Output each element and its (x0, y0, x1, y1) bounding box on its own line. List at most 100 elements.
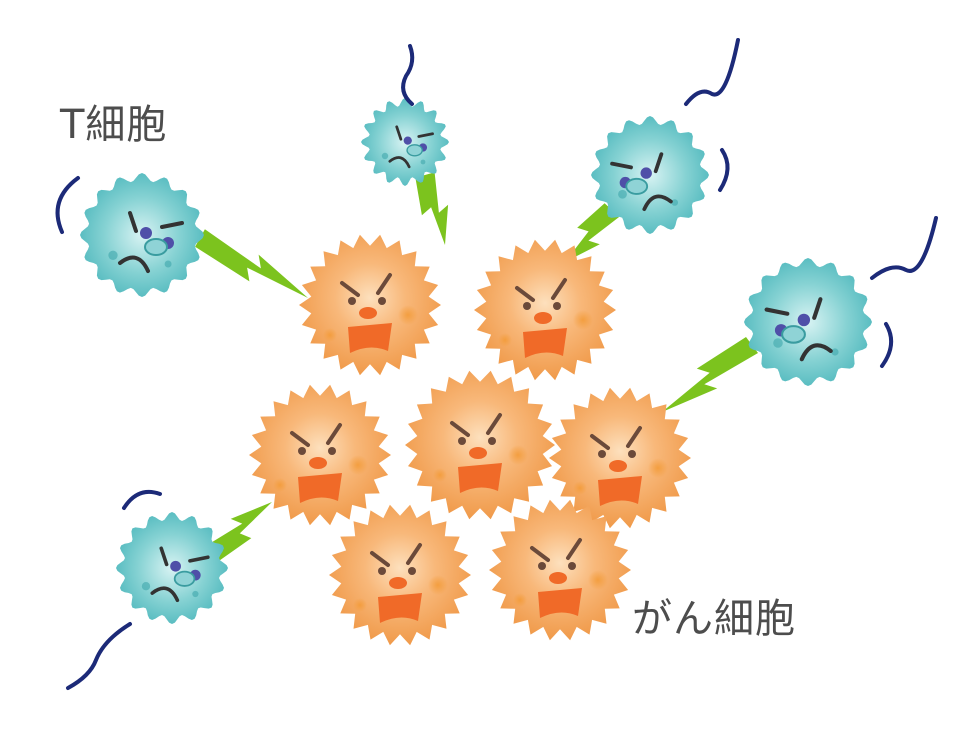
eye (170, 560, 181, 572)
cancer-cell-body (329, 504, 471, 646)
cancer-cell-icon (489, 499, 631, 641)
angry-brow (812, 297, 823, 320)
cheek-mark (398, 305, 418, 325)
angry-brow (159, 546, 169, 567)
angry-brow (417, 132, 434, 138)
eye (140, 227, 152, 239)
cancer-cell-icon (405, 370, 555, 520)
angry-brow (188, 555, 210, 563)
eye (298, 447, 306, 455)
eye (598, 450, 606, 458)
cheek-mark (513, 593, 527, 607)
cheek-mark (348, 455, 368, 475)
angry-brow (395, 125, 403, 141)
cancer-cell-body (299, 234, 441, 376)
cancer-cell-body (249, 384, 391, 526)
motion-line-icon (870, 216, 938, 280)
angry-brow (406, 543, 422, 565)
cheek-mark (508, 445, 528, 465)
cancer-cell-icon (249, 384, 391, 526)
lightning-bolt-icon (415, 172, 449, 245)
t-cell-icon (80, 173, 204, 297)
angry-brow (515, 286, 535, 302)
angry-brow (764, 307, 790, 316)
angry-brow (340, 281, 360, 297)
angry-brow (566, 538, 582, 560)
nose (173, 570, 196, 587)
t-cell-icon (591, 116, 709, 234)
eye (523, 302, 531, 310)
spot (108, 250, 118, 260)
nose (359, 307, 377, 319)
spot (420, 159, 426, 165)
cancer-cell-label: がん細胞 (632, 596, 796, 642)
cheek-mark (573, 481, 587, 495)
cheek-mark (588, 570, 608, 590)
eye (488, 437, 496, 445)
cancer-cell-body (474, 239, 616, 381)
eye (628, 450, 636, 458)
cancer-cell-body (405, 370, 555, 520)
spot (671, 199, 679, 206)
nose (609, 460, 627, 472)
angry-brow (626, 426, 642, 448)
angry-brow (590, 434, 610, 450)
lightning-bolt-icon (565, 203, 620, 262)
angry-brow (653, 152, 664, 174)
eye (538, 562, 546, 570)
eye (328, 447, 336, 455)
nose (625, 177, 649, 195)
eye (348, 297, 356, 305)
angry-brow (160, 221, 184, 229)
angry-brow (450, 421, 470, 437)
eye (378, 567, 386, 575)
eye (378, 297, 386, 305)
frown-mouth (150, 586, 180, 603)
nose (389, 577, 407, 589)
motion-line-icon (66, 622, 132, 690)
cheek-mark (273, 478, 287, 492)
cheek-mark (433, 468, 447, 482)
mouth (458, 463, 502, 493)
eye (408, 567, 416, 575)
frown-mouth (799, 343, 833, 362)
angry-brow (376, 273, 392, 295)
t-cell-label: T細胞 (60, 102, 168, 148)
cheek-mark (353, 598, 367, 612)
spot (164, 260, 172, 268)
mouth (298, 473, 342, 503)
angry-brow (610, 161, 633, 170)
spot (381, 152, 389, 160)
cheek-mark (323, 328, 337, 342)
angry-brow (290, 431, 310, 447)
frown-mouth (388, 156, 411, 169)
cancer-cell-icon (474, 239, 616, 381)
angry-brow (486, 413, 502, 435)
angry-brow (551, 278, 567, 300)
nose (549, 572, 567, 584)
nose (469, 447, 487, 459)
eye (568, 562, 576, 570)
cancer-cell-icon (549, 387, 691, 529)
lightning-bolts (195, 172, 758, 563)
mouth (348, 323, 392, 353)
spot (141, 582, 151, 591)
spot (773, 338, 783, 348)
angry-brow (370, 551, 390, 567)
eye (403, 136, 412, 145)
motion-line-icon (880, 322, 894, 368)
t-cell-icon (116, 512, 228, 624)
spot (831, 348, 839, 356)
frown-mouth (642, 194, 673, 212)
motion-line-icon (718, 148, 730, 192)
t-cell-group (80, 98, 872, 624)
eye (553, 302, 561, 310)
cheek-mark (498, 333, 512, 347)
cancer-cell-cluster (249, 234, 691, 646)
mouth (598, 476, 642, 506)
cheek-mark (648, 458, 668, 478)
motion-line-icon (55, 176, 80, 234)
nose (534, 312, 552, 324)
nose (781, 325, 806, 344)
